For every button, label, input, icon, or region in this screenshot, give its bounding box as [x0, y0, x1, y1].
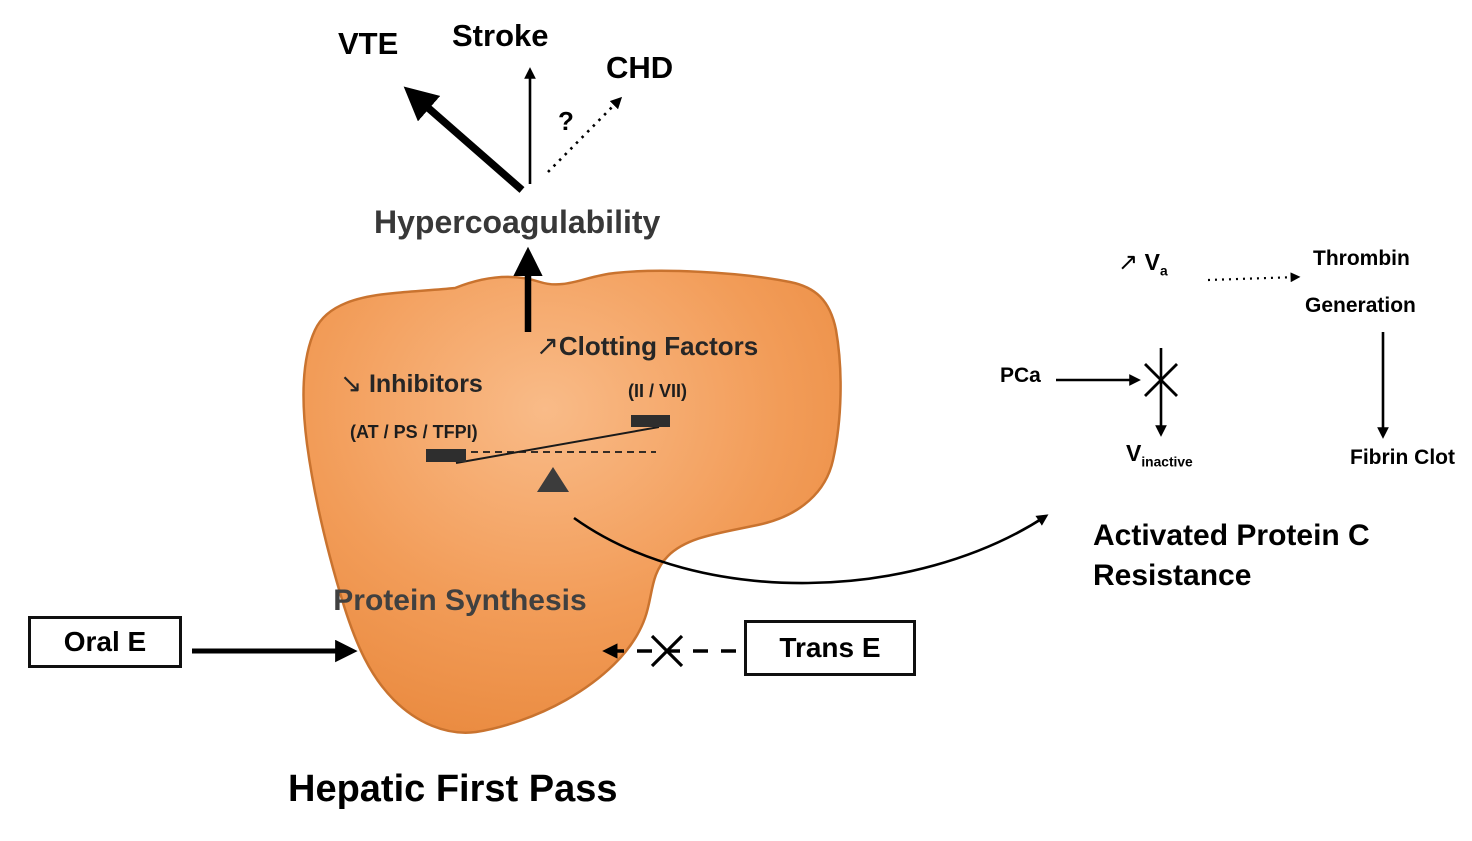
apc-resistance-title-line2: Resistance [1093, 559, 1252, 592]
balance-beam [455, 426, 660, 464]
vte-label: VTE [338, 26, 399, 61]
generation-label: Generation [1305, 294, 1416, 317]
thrombin-label: Thrombin [1313, 247, 1410, 270]
balance-left-weight [426, 449, 466, 462]
va-increase-icon: ↗ [1118, 249, 1139, 276]
factor-va-label: ↗ Va [1118, 250, 1168, 279]
inhibitors-label: ↘ Inhibitors [340, 368, 483, 398]
clotting-factors-increase-icon: ↗ [536, 330, 559, 361]
hypercoagulability-label: Hypercoagulability [374, 204, 661, 240]
protein-synthesis-label: Protein Synthesis [333, 584, 587, 617]
factor-va-text: V [1144, 249, 1160, 275]
balance-right-weight [631, 415, 670, 427]
apc-resistance-title: Activated Protein C Resistance [1093, 516, 1370, 596]
clotting-factors-text: Clotting Factors [558, 331, 759, 361]
clotting-factors-detail: (II / VII) [628, 381, 688, 401]
stroke-label: Stroke [452, 18, 549, 53]
apc-curved-arrow [573, 514, 1049, 585]
pca-label: PCa [1000, 364, 1041, 387]
apc-resistance-title-line1: Activated Protein C [1093, 519, 1370, 552]
oral-e-label: Oral E [63, 626, 147, 657]
clotting-factors-label: ↗Clotting Factors [536, 330, 759, 361]
v-inactive-label: Vinactive [1126, 441, 1193, 470]
oral-e-box: Oral E [28, 616, 182, 668]
trans-e-label: Trans E [779, 632, 881, 663]
coagulation-balance [426, 415, 670, 492]
hepatic-first-pass-title: Hepatic First Pass [288, 768, 618, 810]
chd-dotted-arrow [547, 96, 623, 173]
trans-e-block-x [650, 634, 684, 668]
apc-block-x [1144, 363, 1178, 397]
factor-va-subscript: a [1159, 263, 1168, 279]
inhibitors-detail: (AT / PS / TFPI) [350, 422, 478, 442]
inhibitors-decrease-icon: ↘ [340, 368, 362, 398]
v-inactive-text: V [1126, 440, 1142, 466]
vte-arrow [403, 86, 525, 193]
fibrin-clot-label: Fibrin Clot [1350, 446, 1455, 469]
trans-e-box: Trans E [744, 620, 916, 676]
liver-shape [302, 269, 842, 734]
va-thrombin-dotted-arrow [1207, 272, 1301, 283]
chd-label: CHD [606, 50, 674, 85]
balance-fulcrum [537, 467, 569, 492]
question-mark: ? [558, 106, 574, 136]
v-inactive-subscript: inactive [1141, 454, 1193, 470]
inhibitors-text: Inhibitors [368, 370, 483, 398]
